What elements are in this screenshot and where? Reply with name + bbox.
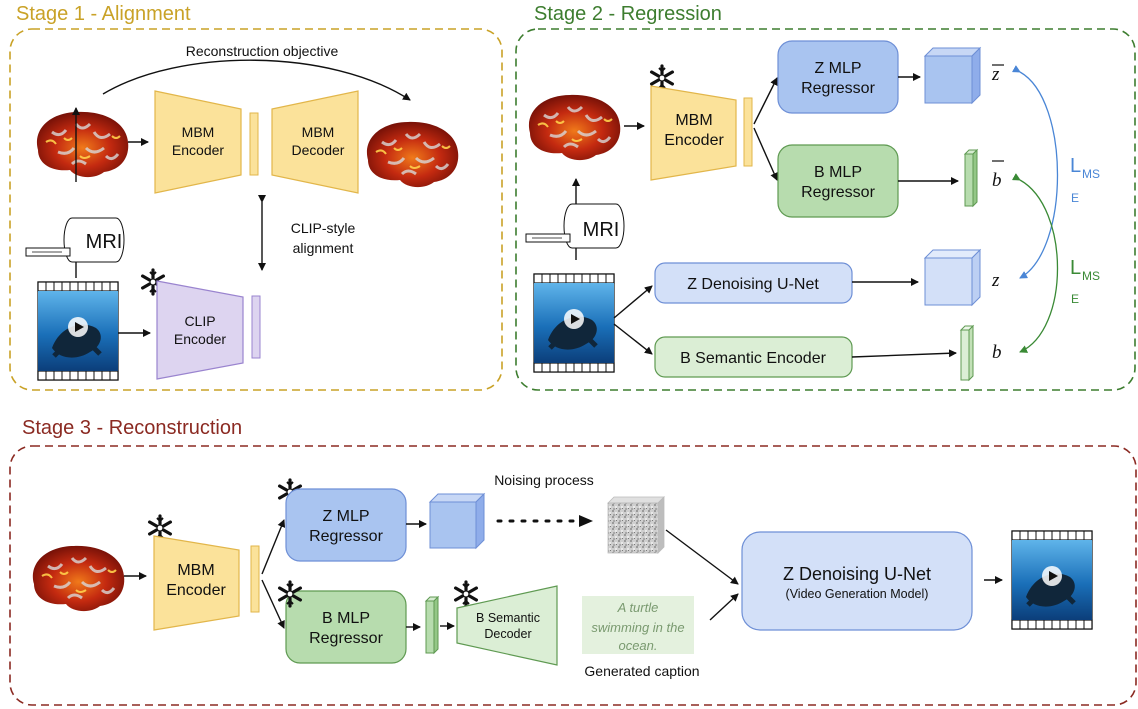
clip-latent-block xyxy=(251,295,261,359)
stage3-b-mlp-regressor xyxy=(285,590,407,664)
stage2-b-semantic-label: B Semantic Encoder xyxy=(680,350,827,367)
stage1-mri-label: MRI xyxy=(86,231,123,253)
b-semantic-decoder-shape xyxy=(456,585,558,666)
generated-caption-label: Generated caption xyxy=(584,663,699,679)
noisy-latent-cube xyxy=(607,496,665,554)
arrow-s2-to-bmlp xyxy=(753,127,778,181)
stage1-mbm-encoder-label-1: MBM xyxy=(182,124,215,140)
loss1-subscript-2: E xyxy=(1071,191,1079,205)
stage1-border xyxy=(9,28,503,391)
brain-input-image xyxy=(35,110,130,179)
stage3-b-mlp-label-1: B MLP xyxy=(322,610,370,627)
stage3-bdecoder-freeze-icon xyxy=(454,580,478,608)
stage1-title: Stage 1 - Alignment xyxy=(16,3,191,25)
stage3-z-unet-label: Z Denoising U-Net xyxy=(783,564,931,584)
loss2-subscript-1: MS xyxy=(1082,269,1100,283)
arrow-s3-to-zmlp xyxy=(261,519,286,575)
caption-line-3: ocean. xyxy=(618,638,657,653)
z-symbol: z xyxy=(991,270,1000,291)
arrow-bsem-to-bar xyxy=(851,349,957,358)
stage3-z-mlp-label-1: Z MLP xyxy=(322,508,369,525)
arrow-caption-to-unet xyxy=(709,593,739,621)
zbar-symbol: z xyxy=(991,64,1000,85)
stage2-mbm-encoder-label-2: Encoder xyxy=(664,132,724,149)
b-symbol: b xyxy=(992,342,1002,363)
stage1-mbm-decoder-label-1: MBM xyxy=(302,124,335,140)
zbar-latent-cube xyxy=(923,46,982,105)
stage2-panel: Stage 2 - Regression MBM Encoder Z MLP R… xyxy=(515,3,1136,391)
stage2-brain-image xyxy=(527,93,622,162)
clip-encoder-label-1: CLIP xyxy=(184,313,215,329)
stage2-b-mlp-label-2: Regressor xyxy=(801,184,875,201)
clip-encoder-shape xyxy=(156,280,244,380)
stage2-z-mlp-label-1: Z MLP xyxy=(814,60,861,77)
stage2-z-mlp-regressor xyxy=(777,40,899,114)
stage3-z-mlp-label-2: Regressor xyxy=(309,528,383,545)
stage3-latent-block xyxy=(250,545,260,613)
caption-line-1: A turtle xyxy=(617,600,659,615)
stage2-b-mlp-label-1: B MLP xyxy=(814,164,862,181)
mse-loss-arc-b xyxy=(1011,173,1059,353)
stage2-mbm-encoder-label-1: MBM xyxy=(675,112,712,129)
stage2-b-mlp-regressor xyxy=(777,144,899,218)
arrow-video-to-bsem xyxy=(613,323,653,355)
arrow-s3-to-bmlp xyxy=(261,579,285,629)
loss1-subscript-1: MS xyxy=(1082,167,1100,181)
stage3-b-latent-bar xyxy=(424,595,440,655)
stage2-z-denoising-unet xyxy=(654,262,853,304)
stage2-video-input xyxy=(534,274,614,372)
noising-process-label: Noising process xyxy=(494,472,594,488)
stage3-mbm-encoder-label-2: Encoder xyxy=(166,582,226,599)
stage2-latent-block xyxy=(743,97,753,167)
stage1-panel: Stage 1 - Alignment Reconstruction objec… xyxy=(9,3,503,391)
stage3-z-unet-sublabel: (Video Generation Model) xyxy=(786,587,929,601)
stage3-z-denoising-unet xyxy=(741,531,973,631)
stage2-title: Stage 2 - Regression xyxy=(534,3,722,25)
stage1-mbm-encoder-shape xyxy=(154,90,242,194)
stage3-title: Stage 3 - Reconstruction xyxy=(22,417,242,439)
stage3-mbm-encoder-label-1: MBM xyxy=(177,562,214,579)
brain-reconstructed-image xyxy=(365,120,460,189)
stage2-mri-label: MRI xyxy=(583,219,620,241)
stage3-mbm-encoder-shape xyxy=(153,535,240,631)
stage2-border xyxy=(515,28,1136,391)
stage1-mbm-encoder-label-2: Encoder xyxy=(172,142,224,158)
bbar-latent-bar xyxy=(963,148,979,208)
loss2-symbol: L xyxy=(1070,257,1081,279)
clip-encoder-label-2: Encoder xyxy=(174,331,226,347)
caption-line-2: swimming in the xyxy=(591,620,684,635)
reconstruction-objective-label: Reconstruction objective xyxy=(186,43,339,59)
stage1-mbm-decoder-shape xyxy=(271,90,359,194)
mse-loss-arc-z xyxy=(1011,65,1059,279)
z-latent-cube xyxy=(923,248,982,307)
b-decoder-label-2: Decoder xyxy=(484,627,531,641)
stage3-z-latent-cube xyxy=(428,492,486,550)
arrow-noise-to-unet xyxy=(665,529,739,585)
stage2-z-unet-label: Z Denoising U-Net xyxy=(687,276,819,293)
stage1-latent-block xyxy=(249,112,259,176)
arrow-video-to-zunet xyxy=(613,285,653,319)
stage3-border xyxy=(9,445,1137,706)
stage1-mbm-decoder-label-2: Decoder xyxy=(292,142,345,158)
bbar-symbol: b xyxy=(992,170,1002,191)
stage3-reconstructed-video xyxy=(1012,531,1092,629)
stage3-brain-image xyxy=(31,544,126,613)
stage3-b-mlp-label-2: Regressor xyxy=(309,630,383,647)
stage1-video-input xyxy=(38,282,118,380)
stage3-z-mlp-regressor xyxy=(285,488,407,562)
b-decoder-label-1: B Semantic xyxy=(476,611,540,625)
arrow-s2-to-zmlp xyxy=(753,77,778,125)
stage2-mbm-encoder-shape xyxy=(650,85,737,181)
reconstruction-arc xyxy=(102,59,411,101)
alignment-label-1: CLIP-style xyxy=(291,220,356,236)
stage3-panel: Stage 3 - Reconstruction MBM Encoder Z M… xyxy=(9,417,1137,706)
stage2-z-mlp-label-2: Regressor xyxy=(801,80,875,97)
b-latent-bar xyxy=(959,324,975,382)
caption-background xyxy=(582,596,694,654)
loss1-symbol: L xyxy=(1070,155,1081,177)
alignment-label-2: alignment xyxy=(293,240,354,256)
loss2-subscript-2: E xyxy=(1071,292,1079,306)
